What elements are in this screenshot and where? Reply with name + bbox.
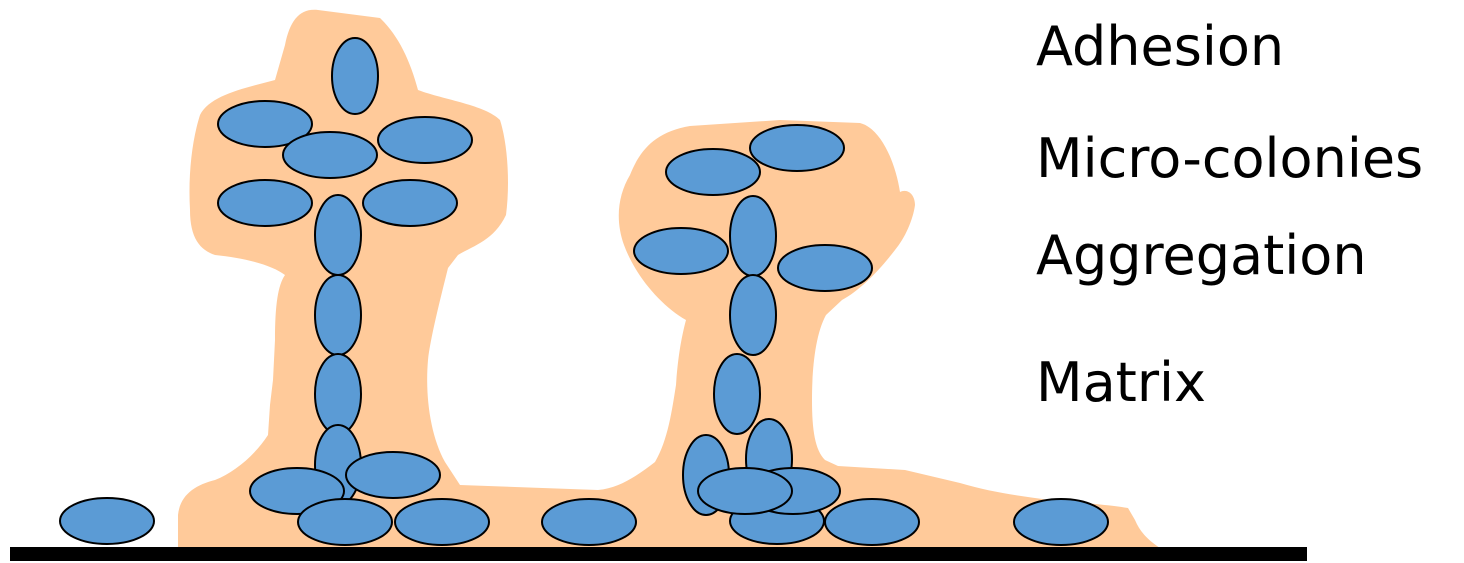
- bacterium-cell: [1014, 499, 1108, 545]
- bacterium-cell: [283, 132, 377, 178]
- substratum-surface: [10, 547, 1307, 561]
- bacterium-cell: [332, 38, 378, 114]
- stage-label-aggregation: Aggregation: [1036, 229, 1367, 283]
- bacterium-cell: [778, 245, 872, 291]
- bacterium-cell: [363, 180, 457, 226]
- bacterium-cell: [395, 499, 489, 545]
- bacterium-cell: [298, 499, 392, 545]
- stage-label-adhesion: Adhesion: [1036, 20, 1284, 74]
- bacterium-cell: [825, 499, 919, 545]
- bacterium-cell: [666, 149, 760, 195]
- bacterium-cell: [315, 275, 361, 355]
- bacterium-cell: [750, 125, 844, 171]
- bacterium-cell: [634, 228, 728, 274]
- bacterium-cell: [60, 498, 154, 544]
- stage-label-micro-colonies: Micro-colonies: [1036, 132, 1423, 186]
- bacterium-cell: [730, 196, 776, 276]
- bacterium-cell: [315, 195, 361, 275]
- bacterium-cell: [698, 468, 792, 514]
- bacterium-cell: [714, 354, 760, 434]
- bacterium-cell: [730, 275, 776, 355]
- bacterium-cell: [315, 354, 361, 434]
- bacterium-cell: [542, 499, 636, 545]
- stage-label-matrix: Matrix: [1036, 356, 1206, 410]
- bacterium-cell: [346, 452, 440, 498]
- bacterium-cell: [218, 180, 312, 226]
- bacterium-cell: [378, 117, 472, 163]
